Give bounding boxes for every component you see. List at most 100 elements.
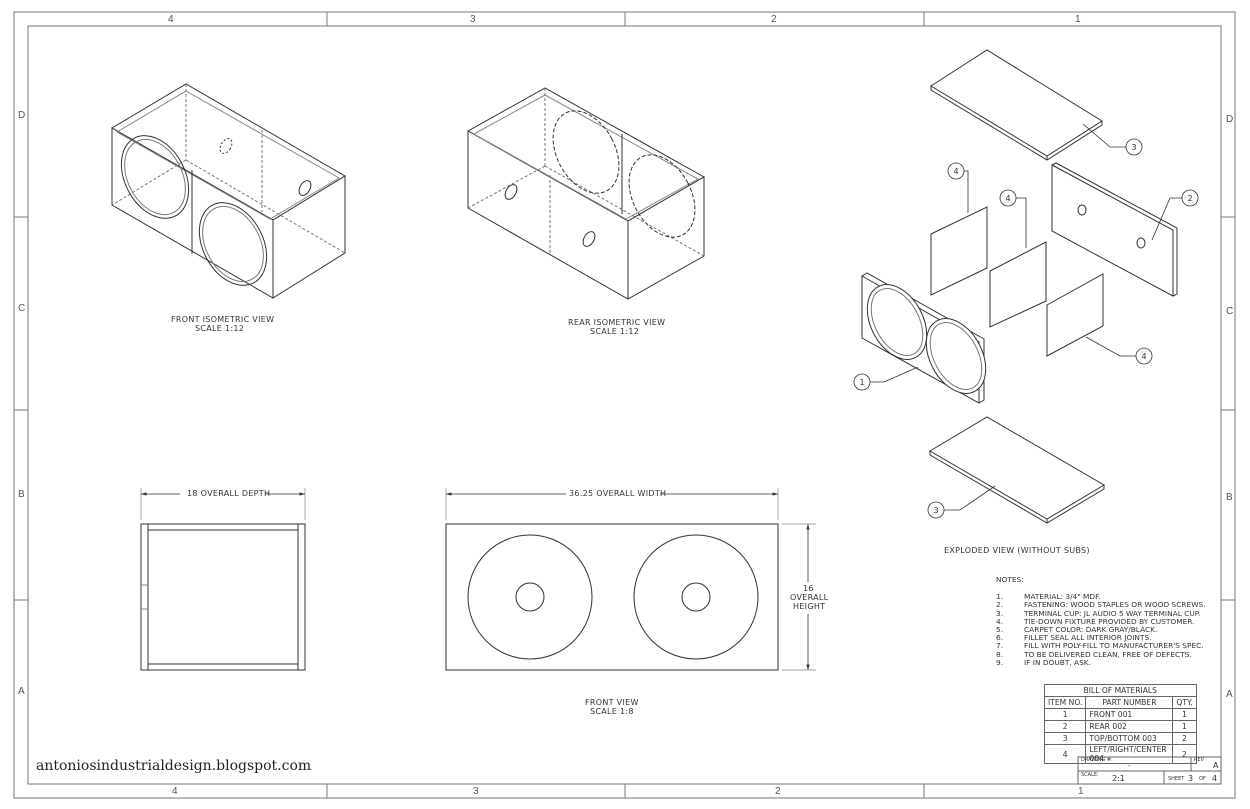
note-number: 6. [996,633,1004,643]
rev-label: REV [1194,757,1205,763]
note-item: 9.IF IN DOUBT, ASK. [996,658,1206,667]
zone-label: B [1226,492,1233,503]
exploded-view [861,49,1178,524]
bom-qty: 2 [1172,732,1197,745]
zone-label: C [18,303,26,314]
note-item: 1.MATERIAL: 3/4" MDF. [996,592,1206,602]
bom-part-number: LEFT/RIGHT/CENTER 004 [1085,744,1174,764]
notes-heading: NOTES: [996,575,1024,584]
balloon-label: 1 [859,378,864,387]
balloon-label: 3 [1131,143,1136,152]
zone-label: A [18,686,25,697]
note-number: 7. [996,641,1004,651]
zone-label: 1 [1075,14,1081,25]
note-item: 7. FILL WITH POLY-FILL TO MANUFACTURER'S … [996,642,1206,650]
note-text: MATERIAL: 3/4" MDF. [1024,592,1101,602]
sheet-border [13,11,1236,799]
bom-part-number: TOP/BOTTOM 003 [1085,732,1174,745]
zone-label: B [18,489,25,500]
zone-label: 1 [1078,786,1084,797]
zone-label: D [1226,114,1234,125]
bill-of-materials: BILL OF MATERIALS ITEM NO. PART NUMBER Q… [1043,684,1197,764]
bom-header-item: ITEM NO. [1043,696,1087,709]
scale-value: 2:1 [1112,774,1125,783]
balloon-label: 2 [1187,194,1192,203]
side-panel-right [1046,273,1104,357]
depth-dimension: 18 OVERALL DEPTH [187,489,271,498]
note-item: 5.CARPET COLOR: DARK GRAY/BLACK. [996,625,1206,634]
sheet-label: SHEET [1168,776,1185,782]
rear-iso-title: REAR ISOMETRIC VIEW [568,318,666,327]
front-view [445,488,816,671]
bom-header-qty: QTY. [1172,696,1197,709]
width-dimension: 36.25 OVERALL WIDTH [569,489,667,498]
table-row: 4 LEFT/RIGHT/CENTER 004 2 [1043,744,1197,764]
zone-label: A [1226,689,1233,700]
exploded-view-title: EXPLODED VIEW (WITHOUT SUBS) [944,546,1090,555]
front-view-title: FRONT VIEW [585,698,639,707]
bom-title: BILL OF MATERIALS [1044,684,1197,697]
balloon-label: 4 [953,167,958,176]
rev-value: A [1213,761,1219,770]
drawing-no: - [1128,762,1131,770]
bom-header-part: PART NUMBER [1085,696,1174,709]
front-isometric-box [111,83,346,299]
side-panel-left [930,206,988,296]
balloon-circle [927,501,945,519]
note-text: FILLET SEAL ALL INTERIOR JOINTS. [1024,633,1152,643]
bom-part-number: REAR 002 [1085,720,1174,733]
balloon-circle [1181,189,1199,207]
bom-item-no: 2 [1043,720,1087,733]
note-item: 8. TO BE DELIVERED CLEAN, FREE OF DEFECTS… [996,649,1206,659]
table-row: 1 FRONT 001 1 [1043,708,1197,721]
zone-label: 4 [172,786,178,797]
note-number: 2. [996,600,1004,610]
watermark-text: antoniosindustrialdesign.blogspot.com [36,758,312,774]
balloon-circle [947,162,965,180]
front-iso-scale: SCALE 1:12 [195,324,245,333]
table-row: 3 TOP/BOTTOM 003 2 [1043,732,1197,745]
note-number: 4. [996,616,1004,626]
zone-label: 3 [473,786,479,797]
note-item: 2. FASTENING: WOOD STAPLES OR WOOD SCREWS… [996,601,1206,609]
note-item: 6. FILLET SEAL ALL INTERIOR JOINTS. [996,634,1206,642]
note-number: 3. [996,608,1004,618]
bottom-panel [929,416,1105,520]
side-view [140,488,306,671]
bom-item-no: 4 [1043,744,1087,764]
note-text: FILL WITH POLY-FILL TO MANUFACTURER'S SP… [1024,641,1204,651]
table-row: 2 REAR 002 1 [1043,720,1197,733]
note-number: 8. [996,649,1004,659]
height-dimension-line1: OVERALL [790,593,829,602]
bom-item-no: 1 [1043,708,1087,721]
note-text: FASTENING: WOOD STAPLES OR WOOD SCREWS. [1024,600,1206,610]
title-block [1077,756,1222,785]
bom-qty: 2 [1172,744,1197,764]
balloon-circle [1135,347,1153,365]
balloon-label: 3 [933,506,938,515]
rear-iso-scale: SCALE 1:12 [590,327,640,336]
height-dimension-line2: HEIGHT [793,602,826,611]
note-text: TERMINAL CUP: JL AUDIO 5 WAY TERMINAL CU… [1024,608,1201,618]
front-iso-title: FRONT ISOMETRIC VIEW [171,315,275,324]
balloon-leaders [870,123,1182,511]
note-text: TO BE DELIVERED CLEAN, FREE OF DEFECTS. [1024,649,1192,659]
of-label: OF [1199,776,1206,782]
note-item: 4. TIE-DOWN FIXTURE PROVIDED BY CUSTOMER. [996,616,1206,626]
note-item: 3. TERMINAL CUP: JL AUDIO 5 WAY TERMINAL … [996,608,1206,618]
balloon-circle [999,189,1017,207]
notes-block: NOTES: 1.MATERIAL: 3/4" MDF. 2. FASTENING… [996,575,1206,667]
drawing-no-label: DRAWING #: [1081,757,1113,763]
zone-label: C [1226,306,1234,317]
item-balloons [853,138,1199,519]
zone-label: 2 [771,14,777,25]
zone-label: D [18,110,26,121]
balloon-label: 4 [1005,194,1010,203]
scale-label: SCALE: [1081,772,1099,778]
center-panel [989,241,1047,328]
zone-label: 3 [470,14,476,25]
bom-part-number: FRONT 001 [1085,708,1174,721]
rear-panel [1051,164,1174,297]
note-text: TIE-DOWN FIXTURE PROVIDED BY CUSTOMER. [1024,616,1195,626]
